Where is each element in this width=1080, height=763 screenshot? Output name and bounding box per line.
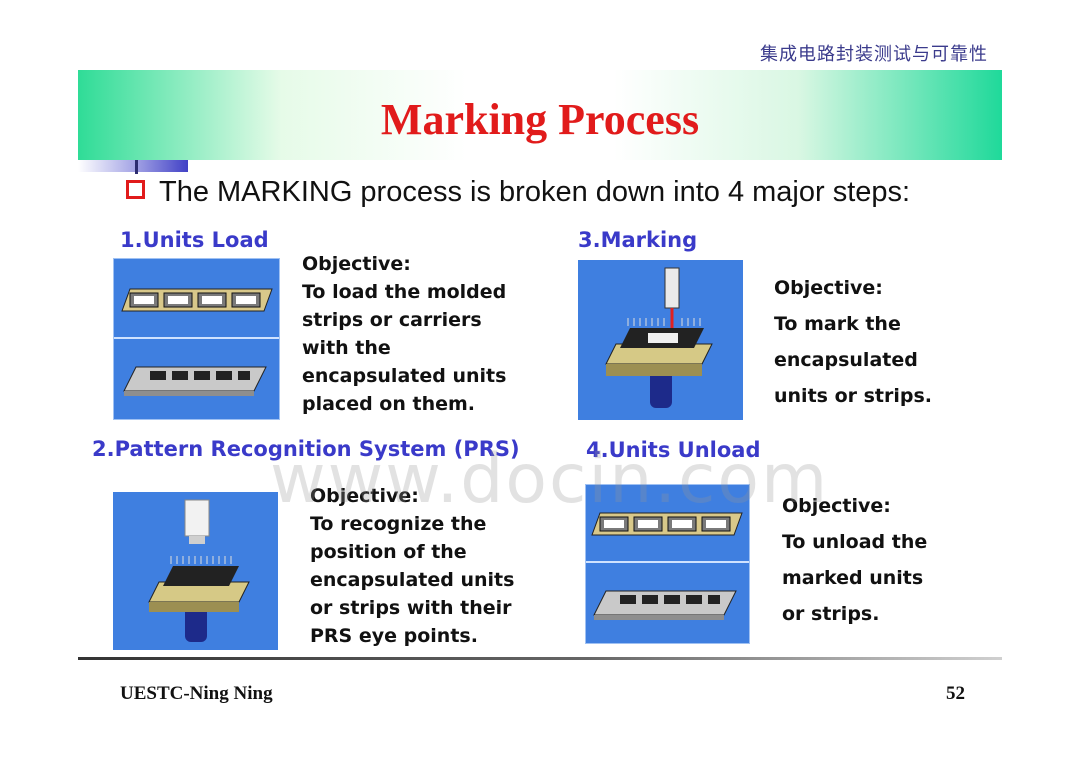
objective-line: with the: [302, 337, 391, 359]
objective-line: or strips.: [782, 603, 880, 625]
objective-line: To load the molded: [302, 281, 507, 303]
step-1-objective: Objective: To load the molded strips or …: [302, 250, 506, 418]
intro-text: The MARKING process is broken down into …: [159, 176, 911, 208]
prs-camera-icon: [148, 499, 250, 642]
step-3-objective: Objective: To mark the encapsulated unit…: [774, 270, 932, 414]
title-banner: [78, 70, 1002, 160]
step-2-title: 2.Pattern Recognition System (PRS): [92, 437, 520, 461]
units-load-illustration: [113, 258, 280, 420]
slide-title: Marking Process: [380, 95, 700, 144]
objective-line: placed on them.: [302, 393, 476, 415]
units-unload-illustration: [585, 484, 750, 644]
laser-marker-icon: [605, 267, 713, 408]
strip-carrier-icon: [121, 288, 273, 396]
marking-illustration: [578, 260, 743, 420]
objective-line: To recognize the: [310, 513, 487, 535]
footer-author: UESTC-Ning Ning: [120, 683, 273, 704]
page-number: 52: [946, 683, 965, 704]
step-4-objective: Objective: To unload the marked units or…: [782, 488, 927, 632]
objective-line: marked units: [782, 567, 924, 589]
objective-line: units or strips.: [774, 385, 933, 407]
objective-line: position of the: [310, 541, 467, 563]
objective-line: encapsulated units: [310, 569, 515, 591]
objective-line: To mark the: [774, 313, 901, 335]
title-accent-bar: [78, 160, 188, 172]
objective-label: Objective:: [774, 277, 883, 299]
square-bullet-icon: [126, 180, 145, 199]
objective-line: PRS eye points.: [310, 625, 478, 647]
panel-divider: [586, 561, 749, 563]
step-3-title: 3.Marking: [578, 228, 698, 252]
objective-line: or strips with their: [310, 597, 512, 619]
objective-line: strips or carriers: [302, 309, 482, 331]
panel-divider: [114, 337, 279, 339]
prs-illustration: [113, 492, 278, 650]
step-1-title: 1.Units Load: [120, 228, 269, 252]
objective-line: encapsulated: [774, 349, 918, 371]
step-4-title: 4.Units Unload: [586, 438, 761, 462]
step-2-objective: Objective: To recognize the position of …: [310, 482, 514, 650]
strip-carrier-icon: [591, 512, 743, 620]
watermark: www.docin.com: [270, 440, 830, 519]
objective-label: Objective:: [782, 495, 891, 517]
title-accent-tick: [135, 160, 138, 174]
objective-line: To unload the: [782, 531, 928, 553]
course-name: 集成电路封装测试与可靠性: [760, 44, 988, 65]
objective-label: Objective:: [302, 253, 411, 275]
objective-label: Objective:: [310, 485, 419, 507]
intro-line: The MARKING process is broken down into …: [126, 176, 910, 209]
footer-divider: [78, 657, 1002, 660]
objective-line: encapsulated units: [302, 365, 507, 387]
